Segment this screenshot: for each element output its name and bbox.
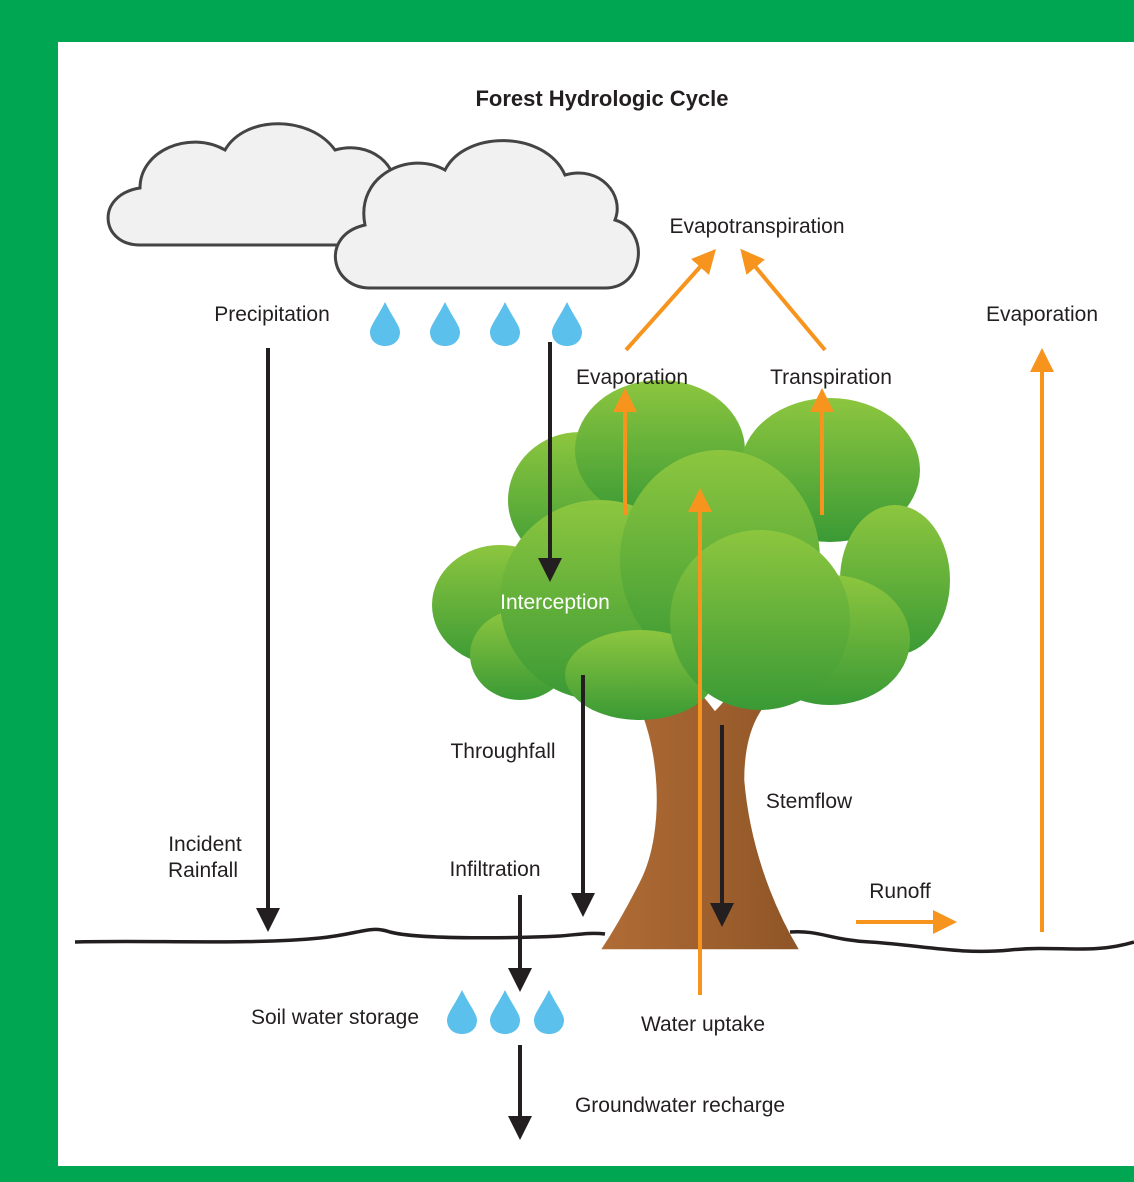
- label-stemflow: Stemflow: [766, 790, 853, 813]
- label-interception: Interception: [500, 591, 610, 614]
- ground-line: [74, 927, 606, 944]
- frame-bottom-band: [0, 1166, 1134, 1182]
- label-infiltration: Infiltration: [449, 858, 540, 881]
- water-drop-icon: [447, 990, 477, 1034]
- black-arrows: [256, 342, 734, 1140]
- label-groundwater-recharge: Groundwater recharge: [575, 1094, 785, 1117]
- label-runoff: Runoff: [869, 880, 931, 903]
- label-water-uptake: Water uptake: [641, 1013, 765, 1036]
- water-drop-icon: [430, 302, 460, 346]
- label-evaporation-surface: Evaporation: [986, 303, 1098, 326]
- precipitation-droplets: [370, 302, 582, 346]
- label-soil-water-storage: Soil water storage: [251, 1006, 419, 1029]
- label-evapotranspiration: Evapotranspiration: [669, 215, 844, 238]
- label-precipitation: Precipitation: [214, 303, 330, 326]
- evapotranspiration-left-arrow: [624, 249, 716, 352]
- label-incident-rainfall-line1: Incident: [168, 833, 242, 856]
- label-throughfall: Throughfall: [450, 740, 555, 763]
- label-incident-rainfall-line2: Rainfall: [168, 859, 238, 882]
- water-drop-icon: [534, 990, 564, 1034]
- water-drop-icon: [490, 990, 520, 1034]
- water-drop-icon: [490, 302, 520, 346]
- water-drop-icon: [552, 302, 582, 346]
- label-transpiration: Transpiration: [770, 366, 892, 389]
- soil-water-droplets: [447, 990, 564, 1034]
- cloud-icon: [106, 122, 640, 290]
- evapotranspiration-right-arrow: [740, 248, 827, 352]
- orange-arrows: [613, 248, 1054, 995]
- ground-line-right: [789, 929, 1134, 954]
- label-evaporation-canopy: Evaporation: [576, 366, 688, 389]
- water-drop-icon: [370, 302, 400, 346]
- diagram-title: Forest Hydrologic Cycle: [475, 86, 728, 111]
